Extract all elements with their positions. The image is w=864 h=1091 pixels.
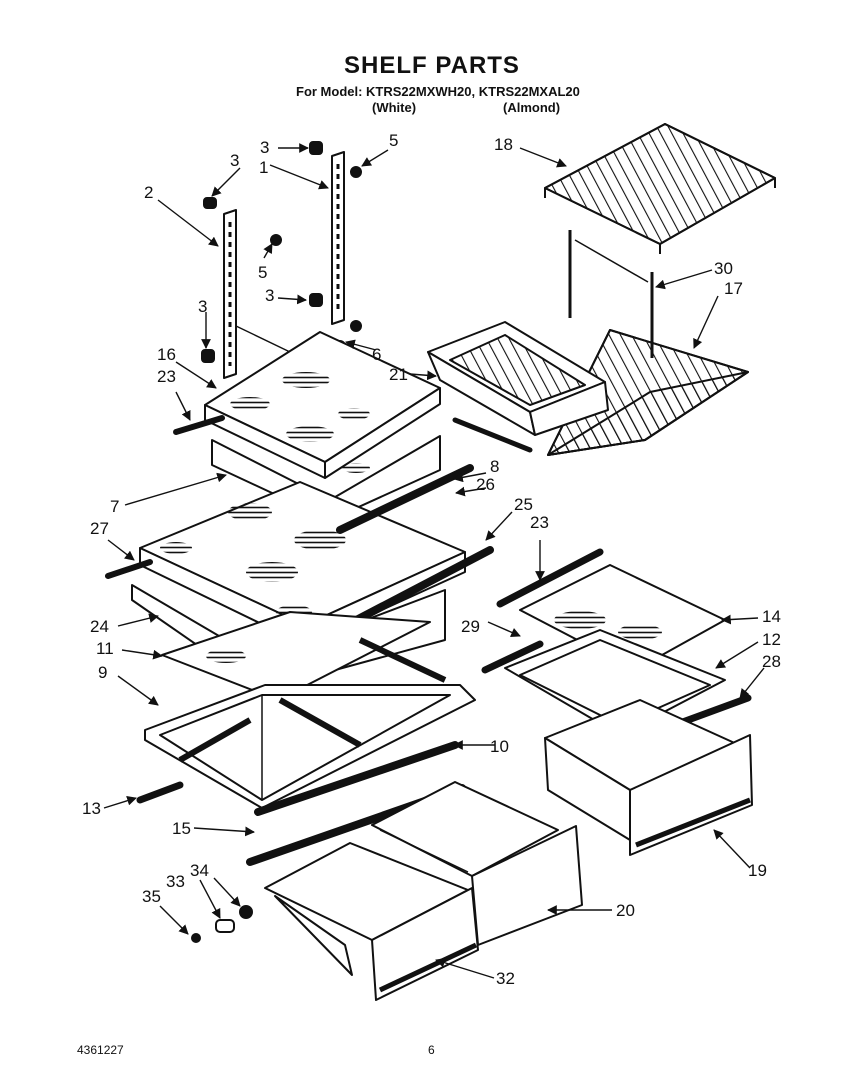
- callout-30: 30: [714, 259, 733, 278]
- callout-28: 28: [762, 652, 781, 671]
- model-line: For Model: KTRS22MXWH20, KTRS22MXAL20: [296, 84, 580, 99]
- roller-axle: [215, 919, 235, 933]
- roller-screw: [191, 933, 201, 943]
- right-deli-pan: [544, 699, 753, 856]
- callout-3: 3: [230, 151, 239, 170]
- rail-bracket: [201, 349, 215, 363]
- middle-deli-cover: [139, 481, 466, 646]
- callout-9: 9: [98, 663, 107, 682]
- callout-23: 23: [157, 367, 176, 386]
- diagram-title: SHELF PARTS: [344, 52, 520, 79]
- callout-26: 26: [476, 475, 495, 494]
- callout-5: 5: [389, 131, 398, 150]
- crisper-drawer-rear: [371, 781, 583, 946]
- wire-shelf-top: [544, 123, 776, 254]
- glass-shelf: [161, 611, 431, 701]
- callout-27: 27: [90, 519, 109, 538]
- screw: [270, 234, 282, 246]
- callout-35: 35: [142, 887, 161, 906]
- page-number: 6: [428, 1043, 435, 1057]
- callout-14: 14: [762, 607, 781, 626]
- rail-bracket: [309, 293, 323, 307]
- callout-19: 19: [748, 861, 767, 880]
- callout-5: 5: [258, 263, 267, 282]
- callout-3: 3: [265, 286, 274, 305]
- crisper-frame: [136, 637, 476, 816]
- wire-shelf-lower: [547, 329, 749, 456]
- callout-16: 16: [157, 345, 176, 364]
- meat-drawer: [427, 321, 609, 453]
- callout-21: 21: [389, 365, 408, 384]
- screw: [350, 320, 362, 332]
- callout-7: 7: [110, 497, 119, 516]
- shelf-ladder-rail-right: [331, 151, 345, 325]
- callout-labels: 3 1 3 5 2 5 3 3 6 16 23 21 7 8 26 25 27 …: [82, 131, 781, 988]
- callout-23: 23: [530, 513, 549, 532]
- callout-11: 11: [96, 639, 114, 658]
- callout-25: 25: [514, 495, 533, 514]
- callout-33: 33: [166, 872, 185, 891]
- callout-20: 20: [616, 901, 635, 920]
- callout-3: 3: [198, 297, 207, 316]
- callout-18: 18: [494, 135, 513, 154]
- leader-lines: [103, 143, 765, 979]
- callout-24: 24: [90, 617, 109, 636]
- document-part-number: 4361227: [77, 1043, 124, 1057]
- callout-15: 15: [172, 819, 191, 838]
- roller: [239, 905, 253, 919]
- rail-bracket: [203, 197, 217, 209]
- callout-17: 17: [724, 279, 743, 298]
- callout-29: 29: [461, 617, 480, 636]
- callout-34: 34: [190, 861, 209, 880]
- callout-10: 10: [490, 737, 509, 756]
- right-deli-drawer: [481, 629, 752, 749]
- callout-32: 32: [496, 969, 515, 988]
- screw: [350, 166, 362, 178]
- callout-1: 1: [259, 158, 268, 177]
- callout-6: 6: [372, 345, 381, 364]
- callout-12: 12: [762, 630, 781, 649]
- upper-deli-cover: [204, 331, 441, 479]
- callout-3: 3: [260, 138, 269, 157]
- callout-2: 2: [144, 183, 153, 202]
- color-white-label: (White): [372, 100, 417, 115]
- callout-13: 13: [82, 799, 101, 818]
- rail-bracket: [309, 141, 323, 155]
- crisper-drawer-front: [264, 842, 479, 1001]
- color-almond-label: (Almond): [503, 100, 561, 115]
- callout-8: 8: [490, 457, 499, 476]
- shelf-ladder-rail-left: [223, 209, 237, 379]
